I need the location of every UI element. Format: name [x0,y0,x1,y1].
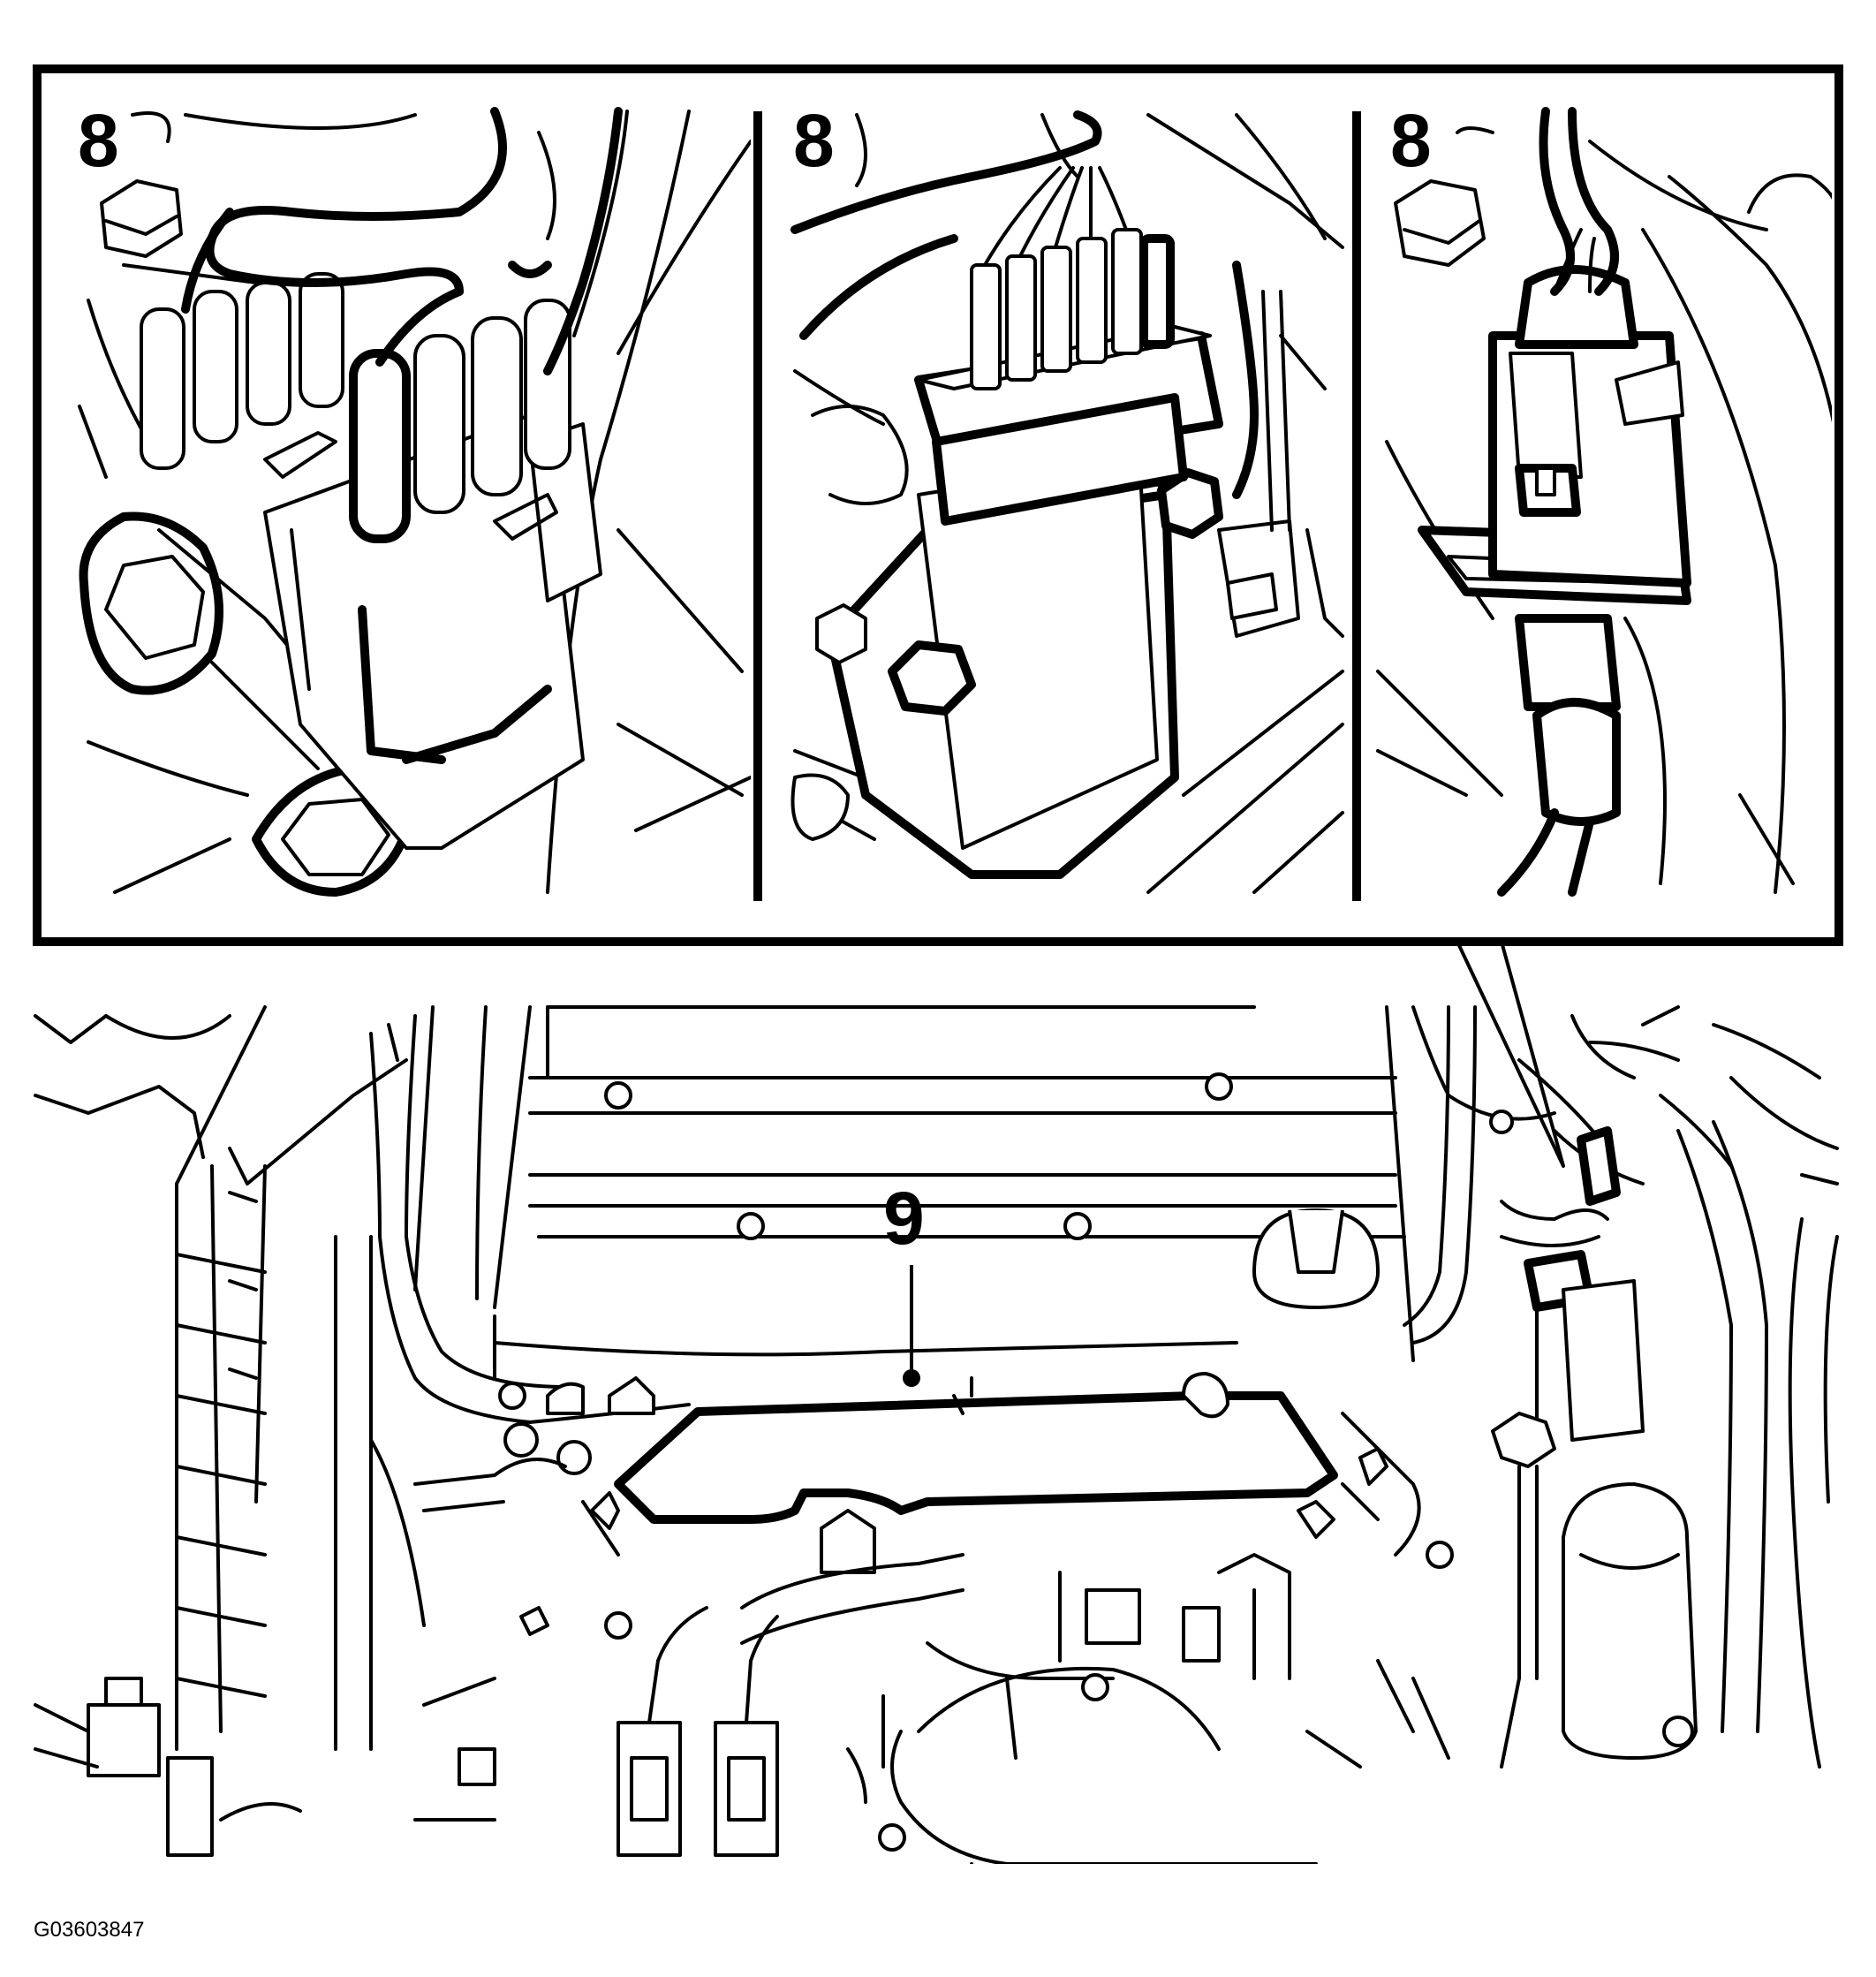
inset-pointer [1456,940,1565,1168]
figure-id: G03603847 [34,1918,144,1942]
callout-8-panel-1: 8 [78,99,119,182]
engine-bay-view: 9 [34,1005,1839,1864]
callout-9-dot [903,1369,920,1387]
cover-plate [614,1391,1338,1524]
callout-8-panel-2: 8 [793,99,835,182]
detail-panel-1: 8 [78,99,751,897]
callout-8-panel-3: 8 [1390,99,1432,182]
detail-panel-2: 8 [790,99,1344,894]
detail-panel-3: 8 [1376,99,1832,897]
callout-9: 9 [883,1177,925,1260]
